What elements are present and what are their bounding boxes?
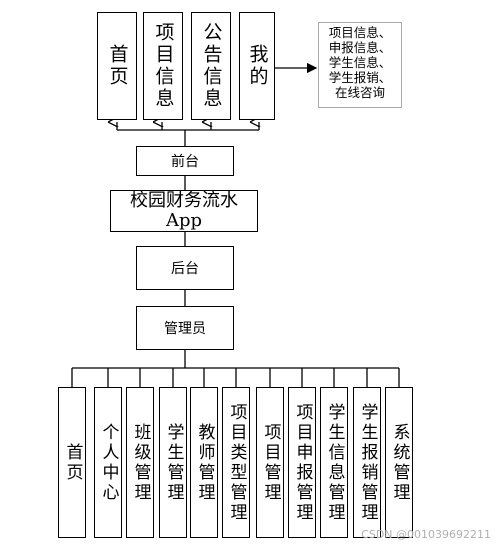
backend-module-label-10: 系统管理 bbox=[389, 422, 410, 503]
admin-label: 管理员 bbox=[164, 321, 206, 337]
backend-module-7: 项目申报管理 bbox=[288, 387, 316, 538]
app-box: 校园财务流水 App bbox=[110, 190, 258, 232]
backend-module-2: 班级管理 bbox=[126, 387, 154, 538]
module-top-announcement: 公告信息 bbox=[191, 12, 231, 120]
app-title-line2: App bbox=[165, 210, 203, 231]
backend-module-3: 学生管理 bbox=[159, 387, 187, 538]
backend-module-label-8: 学生信息管理 bbox=[324, 402, 345, 523]
module-top-project-info-label: 项目信息 bbox=[152, 22, 175, 110]
frontend-box: 前台 bbox=[136, 146, 234, 176]
frontend-label: 前台 bbox=[171, 154, 199, 170]
backend-module-label-9: 学生报销管理 bbox=[357, 402, 378, 523]
backend-module-0: 首页 bbox=[58, 387, 86, 538]
backend-module-8: 学生信息管理 bbox=[320, 387, 348, 538]
module-top-announcement-label: 公告信息 bbox=[200, 22, 223, 110]
backend-module-9: 学生报销管理 bbox=[353, 387, 381, 538]
backend-module-label-1: 个人中心 bbox=[98, 422, 119, 503]
backend-module-10: 系统管理 bbox=[385, 387, 413, 538]
backend-module-5: 项目类型管理 bbox=[222, 387, 250, 538]
backend-label: 后台 bbox=[171, 261, 199, 277]
app-title-line1: 校园财务流水 bbox=[130, 190, 238, 211]
module-top-project-info: 项目信息 bbox=[143, 12, 183, 120]
module-top-mine: 我的 bbox=[239, 12, 275, 120]
backend-module-label-5: 项目类型管理 bbox=[226, 402, 247, 523]
backend-module-4: 教师管理 bbox=[190, 387, 218, 538]
mine-detail-note: 项目信息、 申报信息、 学生信息、 学生报销、 在线咨询 bbox=[318, 22, 402, 108]
backend-module-label-4: 教师管理 bbox=[194, 422, 215, 503]
module-top-home: 首页 bbox=[97, 12, 137, 120]
watermark: CSDN @001039692211 bbox=[361, 528, 491, 541]
backend-module-label-0: 首页 bbox=[62, 442, 83, 483]
backend-module-label-7: 项目申报管理 bbox=[292, 402, 313, 523]
backend-module-6: 项目管理 bbox=[256, 387, 284, 538]
backend-module-label-2: 班级管理 bbox=[130, 422, 151, 503]
admin-box: 管理员 bbox=[136, 306, 234, 350]
backend-module-label-3: 学生管理 bbox=[163, 422, 184, 503]
backend-box: 后台 bbox=[136, 246, 234, 290]
module-top-home-label: 首页 bbox=[106, 44, 129, 88]
backend-module-1: 个人中心 bbox=[94, 387, 122, 538]
module-top-mine-label: 我的 bbox=[246, 44, 269, 88]
backend-module-label-6: 项目管理 bbox=[260, 422, 281, 503]
